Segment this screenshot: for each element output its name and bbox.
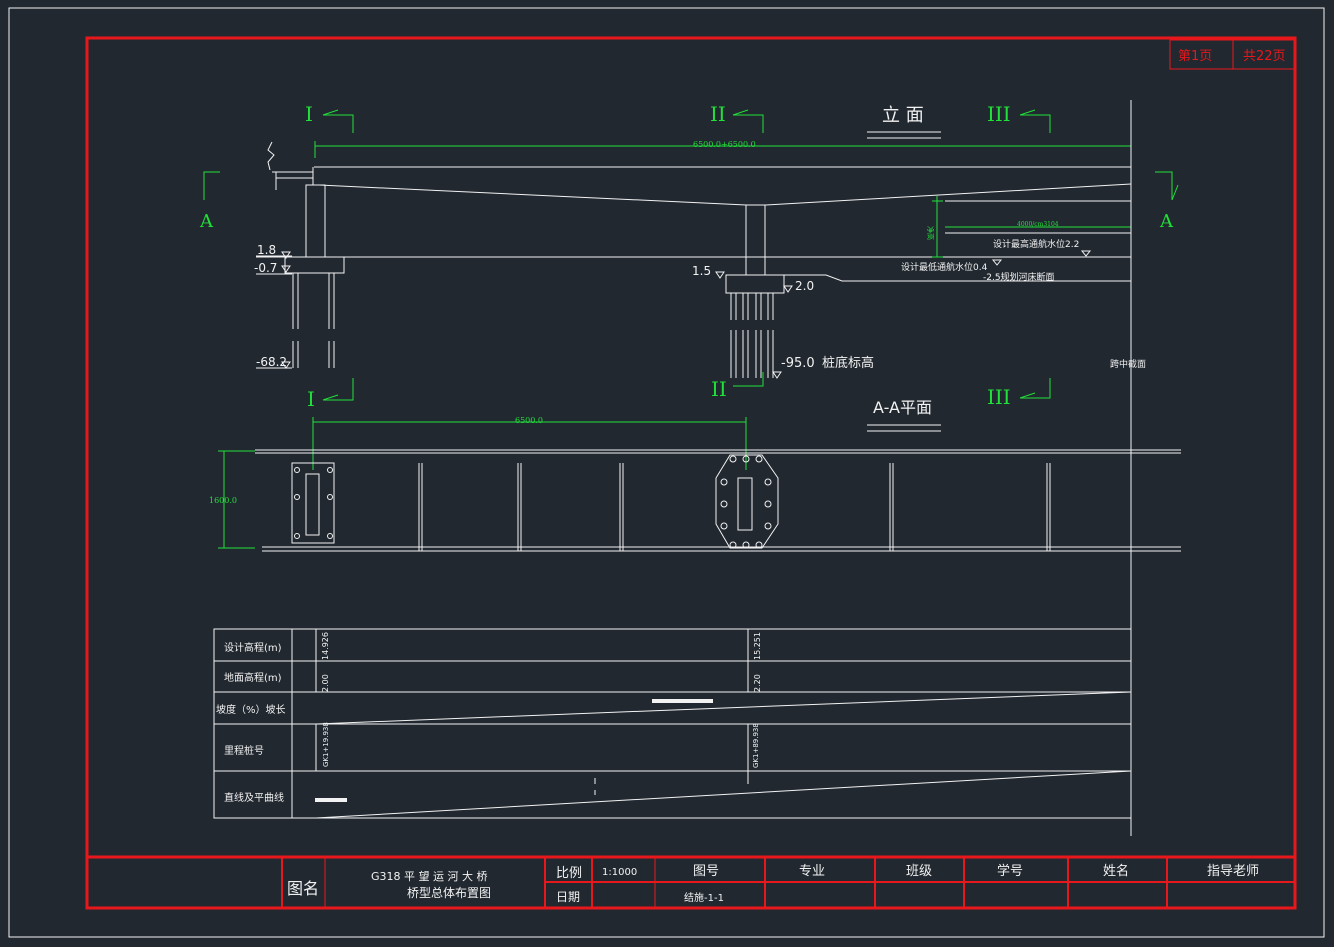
high-water-level: 设计最高通航水位2.2 bbox=[993, 238, 1079, 250]
section-mark-II-bottom: II bbox=[711, 377, 727, 401]
drawing-name-line2: 桥型总体布置图 bbox=[407, 886, 491, 900]
page-total: 共22页 bbox=[1243, 49, 1286, 64]
elevation-title: 立 面 bbox=[882, 105, 924, 126]
drawing-name-line1: G318 平 望 运 河 大 桥 bbox=[371, 869, 488, 883]
row-ground-elevation: 地面高程(m) bbox=[224, 671, 282, 684]
section-mark-I-top: I bbox=[305, 102, 313, 126]
ground-elev-1: 2.00 bbox=[321, 674, 330, 692]
section-mark-A-left: A bbox=[199, 211, 214, 232]
scale-value: 1:1000 bbox=[602, 867, 637, 878]
advisor-label: 指导老师 bbox=[1207, 864, 1259, 879]
section-mark-III-top: III bbox=[987, 102, 1011, 126]
sheet-outer-border bbox=[8, 7, 1325, 938]
level-pier1-top: 1.8 bbox=[257, 243, 276, 257]
level-pier1-cap: -0.7 bbox=[254, 261, 277, 275]
plan-view: A-A平面 6500.0 1600.0 bbox=[209, 398, 1181, 552]
row-alignment: 直线及平曲线 bbox=[224, 791, 284, 804]
span-dimension-top: 6500.0+6500.0 bbox=[693, 140, 756, 149]
row-station: 里程桩号 bbox=[224, 744, 264, 757]
student-id-label: 学号 bbox=[997, 863, 1023, 879]
pile-bottom-label: 桩底标高 bbox=[822, 355, 874, 371]
page-number-box: 第1页 共22页 bbox=[1169, 39, 1295, 70]
name-label: 姓名 bbox=[1103, 863, 1129, 879]
low-water-level: 设计最低通航水位0.4 bbox=[901, 261, 988, 273]
drawing-name-label: 图名 bbox=[287, 879, 319, 898]
plan-title: A-A平面 bbox=[873, 398, 932, 417]
ground-elev-2: 2.20 bbox=[753, 674, 762, 692]
level-pier1-pile-bottom: -68.2 bbox=[256, 355, 287, 369]
row-slope: 坡度（%）坡长 bbox=[216, 703, 286, 716]
design-elev-1: 14.926 bbox=[321, 632, 330, 660]
section-mark-II-top: II bbox=[710, 102, 726, 126]
page-current: 第1页 bbox=[1178, 49, 1212, 64]
midspan-label: 跨中截面 bbox=[1110, 358, 1146, 370]
drawing-no-value: 结施-1-1 bbox=[684, 891, 724, 904]
station-2: GK1+89.938 bbox=[752, 723, 760, 768]
scale-label: 比例 bbox=[556, 866, 582, 881]
nav-clearance-label: 净高 bbox=[926, 226, 935, 240]
drawing-no-label: 图号 bbox=[693, 864, 719, 879]
class-label: 班级 bbox=[906, 864, 932, 879]
row-design-elevation: 设计高程(m) bbox=[224, 641, 282, 654]
section-mark-I-bottom: I bbox=[307, 387, 315, 411]
width-dimension-plan: 1600.0 bbox=[209, 496, 237, 505]
level-pier2-pile-bottom: -95.0 bbox=[781, 356, 815, 371]
station-1: GK1+19.938 bbox=[322, 722, 330, 767]
level-pier2-left: 1.5 bbox=[692, 264, 711, 278]
section-mark-A-right: A bbox=[1159, 211, 1174, 232]
riverbed-level: -2.5规划河床断面 bbox=[983, 271, 1055, 283]
elevation-view: 立 面 I II III A A 6500.0+6500.0 bbox=[199, 100, 1179, 836]
nav-dimension: 4000/cm3104 bbox=[1017, 221, 1059, 228]
level-pier2-right: 2.0 bbox=[795, 279, 814, 293]
section-mark-III-bottom: III bbox=[987, 385, 1011, 409]
drawing-frame bbox=[85, 36, 1297, 910]
design-elev-2: 15.251 bbox=[753, 632, 762, 660]
major-label: 专业 bbox=[799, 864, 825, 879]
date-label: 日期 bbox=[556, 890, 580, 904]
title-block: 图名 G318 平 望 运 河 大 桥 桥型总体布置图 比例 1:1000 日期… bbox=[87, 855, 1295, 907]
profile-table: 设计高程(m) 地面高程(m) 坡度（%）坡长 里程桩号 直线及平曲线 14.9… bbox=[213, 628, 1132, 819]
span-dimension-plan: 6500.0 bbox=[515, 416, 543, 425]
